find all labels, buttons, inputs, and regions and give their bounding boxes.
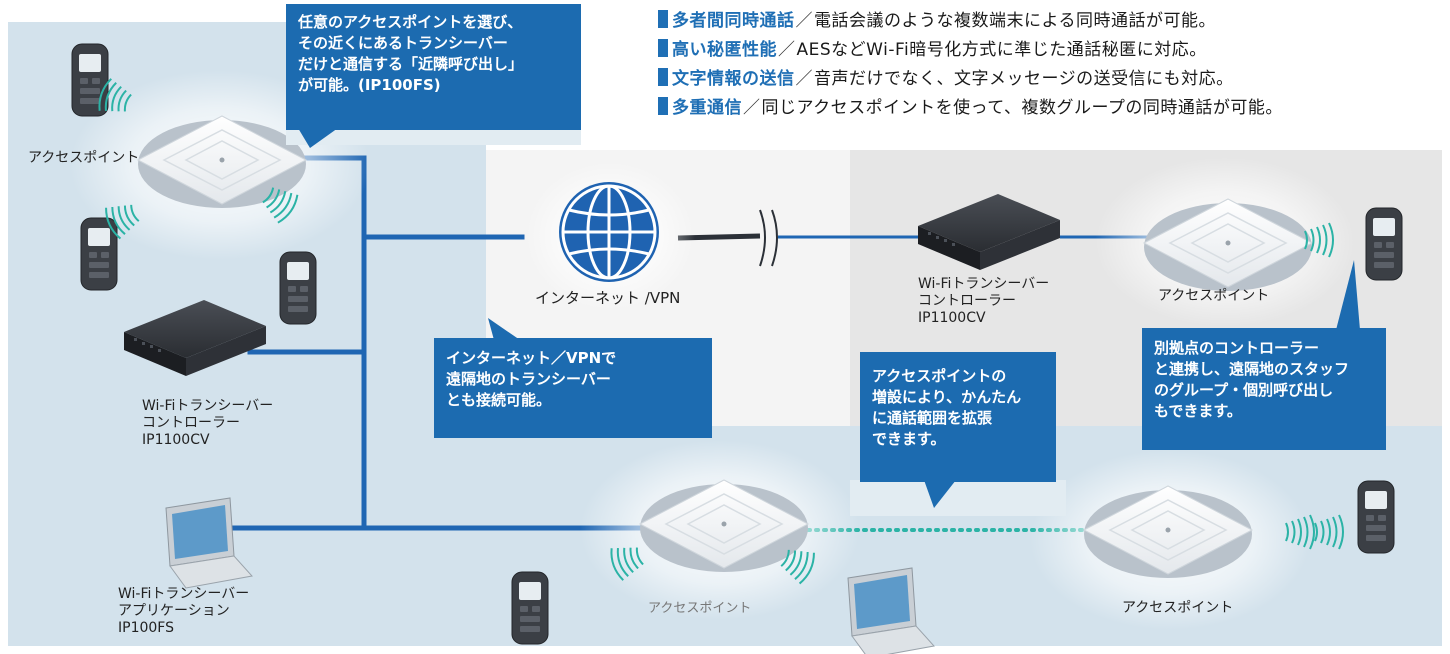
- label-access-point: アクセスポイント: [648, 601, 752, 616]
- callout-nearby-call: 任意のアクセスポイントを選び、 その近くにあるトランシーバー だけと通信する「近…: [286, 4, 581, 130]
- callout-backdrop: [286, 125, 581, 145]
- callout-internet: インターネット／VPNで 遠隔地のトランシーバー とも接続可能。: [434, 338, 712, 438]
- transceiver-icon: [511, 571, 549, 645]
- radio-wave-icon: [1314, 514, 1344, 550]
- feature-item: 多者間同時通話／電話会議のような複数端末による同時通話が可能。: [658, 4, 1438, 33]
- callout-pointer: [924, 480, 956, 508]
- label-access-point: アクセスポイント: [28, 150, 140, 166]
- label-internet-vpn: インターネット /VPN: [535, 289, 681, 307]
- label-application: Wi-Fiトランシーバー アプリケーション IP100FS: [118, 586, 250, 636]
- callout-backdrop: [850, 480, 1066, 516]
- callout-pointer: [298, 128, 338, 148]
- label-controller: Wi-Fiトランシーバー コントローラー IP1100CV: [918, 276, 1050, 326]
- controller-box-icon: [124, 300, 266, 376]
- callout-pointer: [1336, 260, 1360, 330]
- feature-item: 文字情報の送信／音声だけでなく、文字メッセージの送受信にも対応。: [658, 62, 1438, 91]
- callout-expand-range: アクセスポイントの 増設により、かんたん に通話範囲を拡張 できます。: [860, 352, 1056, 482]
- callout-remote-site: 別拠点のコントローラー と連携し、遠隔地のスタッフ のグループ・個別呼び出し も…: [1142, 328, 1386, 450]
- controller-box-icon: [918, 194, 1060, 270]
- label-controller: Wi-Fiトランシーバー コントローラー IP1100CV: [142, 398, 274, 448]
- feature-list: 多者間同時通話／電話会議のような複数端末による同時通話が可能。 高い秘匿性能／A…: [658, 4, 1438, 120]
- globe-icon: [559, 182, 659, 282]
- feature-item: 高い秘匿性能／AESなどWi-Fi暗号化方式に準じた通話秘匿に対応。: [658, 33, 1438, 62]
- laptop-icon: [847, 567, 935, 654]
- laptop-icon: [165, 497, 253, 589]
- transceiver-icon: [279, 251, 317, 325]
- label-access-point: アクセスポイント: [1122, 600, 1234, 616]
- transceiver-icon: [71, 43, 109, 117]
- transceiver-icon: [1365, 207, 1403, 281]
- feature-item: 多重通信／同じアクセスポイントを使って、複数グループの同時通話が可能。: [658, 91, 1438, 120]
- transceiver-icon: [1357, 480, 1395, 554]
- callout-pointer: [488, 318, 520, 340]
- label-access-point: アクセスポイント: [1158, 288, 1270, 304]
